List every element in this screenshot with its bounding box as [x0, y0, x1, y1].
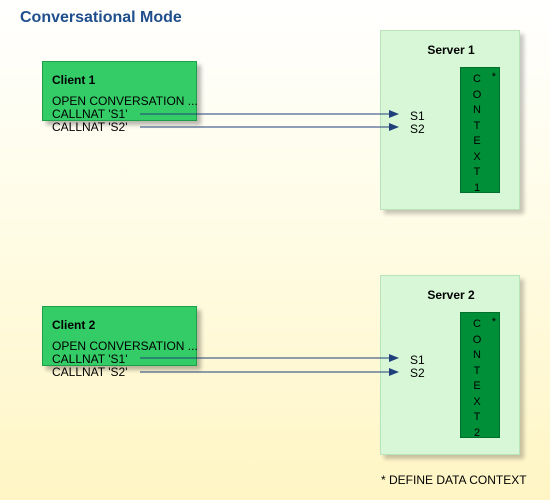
context-letter: 2: [473, 426, 481, 439]
client-1-name: Client 1: [52, 73, 96, 87]
context-letter: E: [473, 380, 481, 392]
context-letter: O: [472, 333, 482, 346]
client-2-callnat-s2: CALLNAT 'S2': [52, 365, 128, 379]
server-1-context: C O N T E X T 1 *: [460, 67, 500, 196]
context-letter: T: [473, 166, 481, 178]
context-letter: T: [473, 119, 481, 132]
server-1-s2: S2: [410, 122, 425, 136]
context-letter: C: [473, 73, 481, 85]
client-2-name: Client 2: [52, 318, 96, 332]
context-letter: T: [473, 411, 481, 423]
client-1-open-conversation: OPEN CONVERSATION ...: [52, 94, 198, 108]
context-letter: N: [473, 349, 481, 361]
server-2-s1: S1: [410, 353, 425, 367]
client-1-callnat-s1: CALLNAT 'S1': [52, 107, 128, 121]
client-1-box: Client 1 OPEN CONVERSATION ... CALLNAT '…: [42, 61, 198, 134]
context-letter: C: [473, 318, 481, 330]
server-1-context-letters: C O N T E X T 1: [461, 72, 493, 196]
context-letter: X: [473, 395, 481, 408]
client-2-callnat-s1: CALLNAT 'S1': [52, 352, 128, 366]
server-1-context-marker: *: [491, 71, 496, 83]
server-1-name: Server 1: [427, 43, 475, 57]
client-2-box: Client 2 OPEN CONVERSATION ... CALLNAT '…: [42, 306, 198, 379]
context-letter: N: [473, 104, 481, 116]
server-1-box: Server 1 S1 S2 C O N T E X T 1 *: [380, 30, 520, 210]
server-2-name: Server 2: [427, 288, 475, 302]
server-2-box: Server 2 S1 S2 C O N T E X T 2 *: [380, 275, 520, 455]
server-1-s1: S1: [410, 109, 425, 123]
server-2-context-letters: C O N T E X T 2: [461, 317, 493, 441]
context-letter: X: [473, 150, 481, 163]
context-letter: E: [473, 135, 481, 147]
client-1-callnat-s2: CALLNAT 'S2': [52, 120, 128, 134]
context-letter: T: [473, 364, 481, 377]
context-letter: O: [472, 88, 482, 101]
server-2-context: C O N T E X T 2 *: [460, 312, 500, 441]
client-2-open-conversation: OPEN CONVERSATION ...: [52, 339, 198, 353]
server-2-s2: S2: [410, 366, 425, 380]
context-letter: 1: [473, 181, 481, 194]
footnote: * DEFINE DATA CONTEXT: [381, 473, 527, 487]
diagram-title: Conversational Mode: [20, 9, 182, 26]
server-2-context-marker: *: [491, 316, 496, 328]
